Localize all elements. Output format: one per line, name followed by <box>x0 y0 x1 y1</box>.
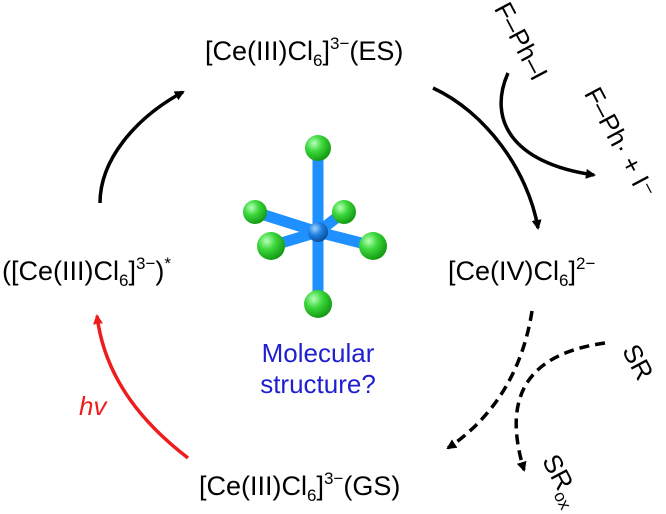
light-hv-label: hv <box>79 391 107 421</box>
molecular-structure-question: Molecular structure? <box>243 338 393 400</box>
cl-atom-top <box>305 135 331 161</box>
question-line-1: Molecular <box>261 338 375 368</box>
species-gs-label: [Ce(III)Cl6]3−(GS) <box>199 469 401 505</box>
species-ceiv-label: [Ce(IV)Cl6]2− <box>448 254 596 290</box>
cl-atom-far-right <box>332 200 356 224</box>
ce-atom <box>308 222 328 242</box>
question-line-2: structure? <box>260 369 376 399</box>
cl-atom-bottom <box>304 290 332 318</box>
arrow-sr-branch <box>514 341 606 472</box>
cl-atom-near-right <box>359 232 387 260</box>
arrow-light-excitation <box>93 314 190 460</box>
cl-atom-far-left <box>243 200 267 224</box>
arrow-ceiv-to-gs <box>446 310 534 450</box>
arrow-excited-to-es <box>98 90 185 204</box>
species-es-label: [Ce(III)Cl6]3−(ES) <box>205 34 404 70</box>
arrow-fphi-branch <box>499 72 596 179</box>
octahedral-molecule <box>243 135 387 318</box>
arrow-es-to-ceiv <box>432 86 542 230</box>
species-excited-label: ([Ce(III)Cl6]3−)* <box>2 254 171 290</box>
cl-atom-near-left <box>257 232 285 260</box>
